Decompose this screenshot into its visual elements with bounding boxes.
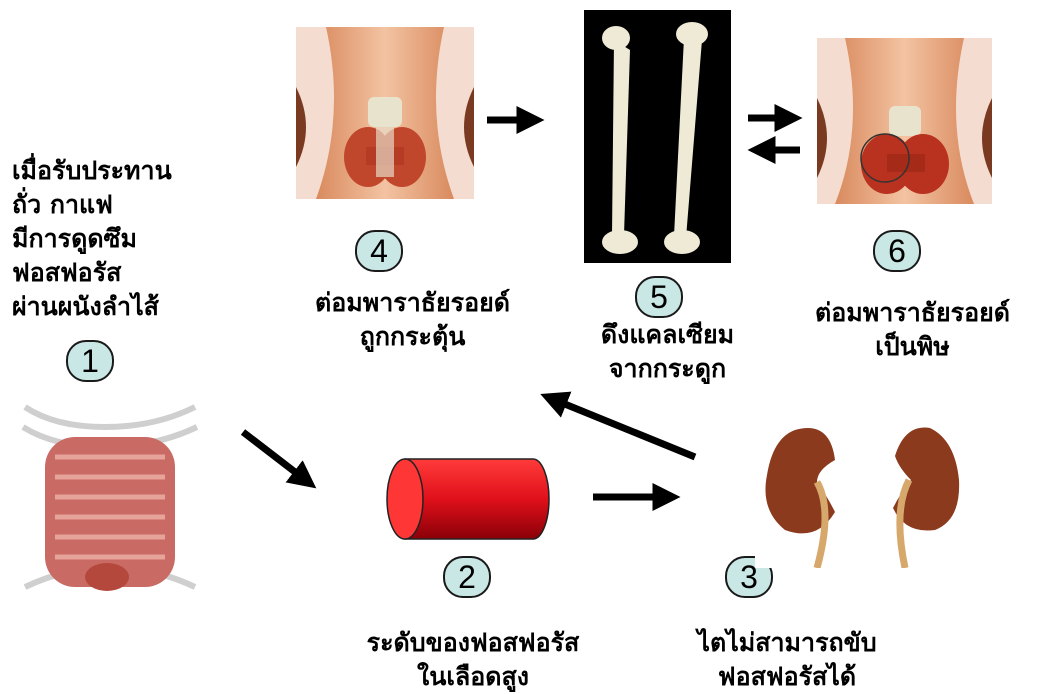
arrow-1-to-2 [243, 432, 308, 482]
arrow-3-to-4 [550, 398, 695, 457]
